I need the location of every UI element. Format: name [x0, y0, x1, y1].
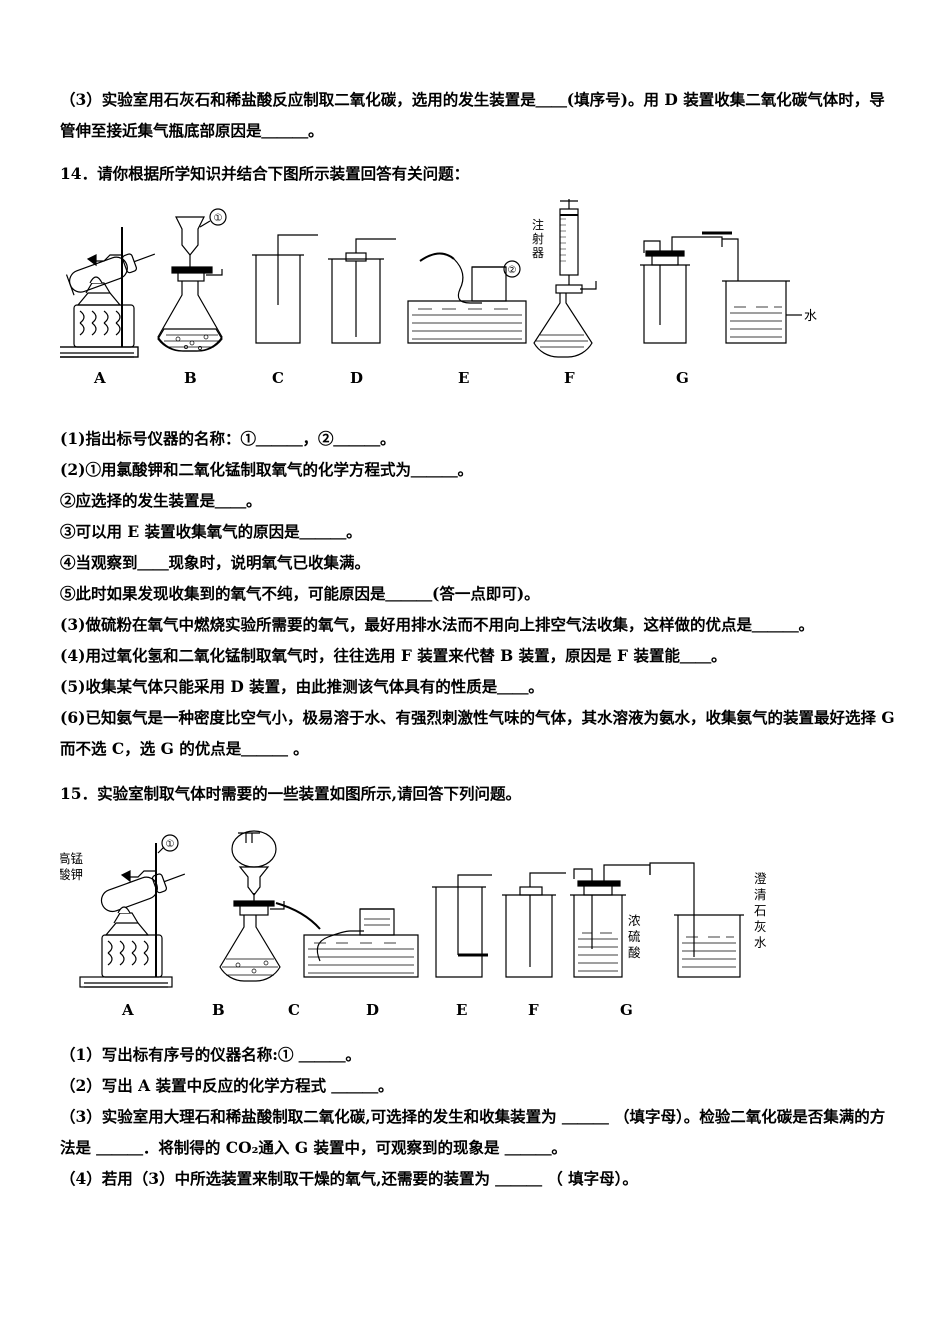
apparatus-a-15: ①: [79, 834, 186, 988]
figure-15-lime-label-2: 清: [754, 887, 767, 902]
figure-15-label-f: F: [528, 1001, 539, 1019]
apparatus-g-15: [649, 862, 744, 978]
figure-15-svg: ①: [60, 830, 767, 1019]
figure-15-kmno4-label-2: 酸钾: [60, 867, 83, 882]
apparatus-a: [60, 227, 156, 358]
figure-15-h2so4-label-1: 浓: [628, 913, 641, 928]
paragraph-q13-3: （3）实验室用石灰石和稀盐酸反应制取二氧化碳，选用的发生装置是＿＿(填序号)。用…: [60, 90, 885, 140]
apparatus-c: [252, 234, 318, 344]
figure-15-label-c: C: [288, 1001, 300, 1019]
document-content: （3）实验室用石灰石和稀盐酸反应制取二氧化碳，选用的发生装置是＿＿(填序号)。用…: [60, 84, 900, 1194]
paragraph-q14-4: (4)用过氧化氢和二氧化锰制取氧气时，往往选用 F 装置来代替 B 装置，原因是…: [60, 646, 727, 665]
apparatus-g: [640, 231, 802, 344]
paragraph-q14-2-2: ②应选择的发生装置是＿＿。: [60, 491, 262, 510]
figure-14-label-f: F: [564, 369, 575, 387]
figure-14-svg: ①: [60, 199, 817, 387]
figure-15-lime-label-4: 灰: [754, 919, 767, 934]
svg-text:①: ①: [166, 839, 175, 850]
paragraph-q14-2-4: ④当观察到＿＿现象时，说明氧气已收集满。: [60, 553, 371, 572]
apparatus-f: [533, 199, 597, 358]
apparatus-b: ①: [157, 208, 227, 352]
paragraph-q14-2-5: ⑤此时如果发现收集到的氧气不纯，可能原因是＿＿＿(答一点即可)。: [60, 584, 540, 603]
figure-14-label-c: C: [272, 369, 284, 387]
apparatus-f-15: [570, 864, 651, 978]
paragraph-q15-2: （2）写出 A 装置中反应的化学方程式 ＿＿＿。: [60, 1076, 394, 1095]
figure-14-label-d: D: [350, 369, 363, 387]
figure-14-label-b: B: [184, 369, 197, 387]
apparatus-c-15: [303, 908, 419, 978]
figure-15-label-a: A: [121, 1001, 134, 1019]
paragraph-q14-6: (6)已知氨气是一种密度比空气小，极易溶于水、有强烈刺激性气味的气体，其水溶液为…: [60, 708, 895, 758]
figure-15-kmno4-label-1: 高锰: [60, 851, 84, 866]
paragraph-q15-stem: 15．实验室制取气体时需要的一些装置如图所示,请回答下列问题。: [60, 784, 521, 803]
paragraph-q15-4: （4）若用（3）中所选装置来制取干燥的氧气,还需要的装置为 ＿＿＿ （ 填字母）…: [60, 1169, 638, 1188]
paragraph-q14-stem: 14．请你根据所学知识并结合下图所示装置回答有关问题：: [60, 164, 470, 183]
figure-14-label-e: E: [458, 369, 469, 387]
apparatus-e-15: [502, 872, 566, 978]
figure-15-label-e: E: [456, 1001, 467, 1019]
apparatus-d-15: [432, 874, 492, 978]
figure-15-apparatus-diagram: ①: [60, 827, 900, 1027]
paragraph-q14-5: (5)收集某气体只能采用 D 装置，由此推测该气体具有的性质是＿＿。: [60, 677, 544, 696]
paragraph-q15-1: （1）写出标有序号的仪器名称:① ＿＿＿。: [60, 1045, 361, 1064]
figure-14-label-g: G: [676, 369, 689, 387]
apparatus-e: ②: [407, 252, 527, 344]
figure-14-syringe-label-1: 注: [532, 217, 544, 232]
figure-14-syringe-label-3: 器: [532, 246, 544, 260]
figure-14-label-a: A: [93, 369, 106, 387]
figure-14-water-label: 水: [804, 309, 817, 324]
paragraph-q15-3: （3）实验室用大理石和稀盐酸制取二氧化碳,可选择的发生和收集装置为 ＿＿＿ （填…: [60, 1107, 886, 1157]
figure-15-label-b: B: [212, 1001, 225, 1019]
apparatus-b-15: [219, 830, 321, 982]
figure-15-h2so4-label-3: 酸: [628, 945, 641, 960]
figure-15-lime-label-3: 石: [754, 903, 767, 918]
figure-14-apparatus-diagram: ①: [60, 195, 900, 405]
figure-14-syringe-label-2: 射: [532, 231, 544, 246]
paragraph-q14-1: (1)指出标号仪器的名称：①＿＿＿，②＿＿＿。: [60, 429, 396, 448]
figure-15-lime-label-1: 澄: [754, 871, 767, 886]
figure-15-lime-label-5: 水: [754, 935, 767, 950]
svg-text:①: ①: [214, 213, 223, 224]
figure-15-h2so4-label-2: 硫: [628, 929, 641, 944]
paragraph-q14-2-3: ③可以用 E 装置收集氧气的原因是＿＿＿。: [60, 522, 362, 541]
paragraph-q14-2-1: (2)①用氯酸钾和二氧化锰制取氧气的化学方程式为＿＿＿。: [60, 460, 473, 479]
figure-15-label-g: G: [620, 1001, 633, 1019]
svg-text:②: ②: [508, 265, 517, 276]
paragraph-q14-3: (3)做硫粉在氧气中燃烧实验所需要的氧气，最好用排水法而不用向上排空气法收集，这…: [60, 615, 814, 634]
apparatus-d: [328, 238, 396, 344]
figure-15-label-d: D: [366, 1001, 379, 1019]
